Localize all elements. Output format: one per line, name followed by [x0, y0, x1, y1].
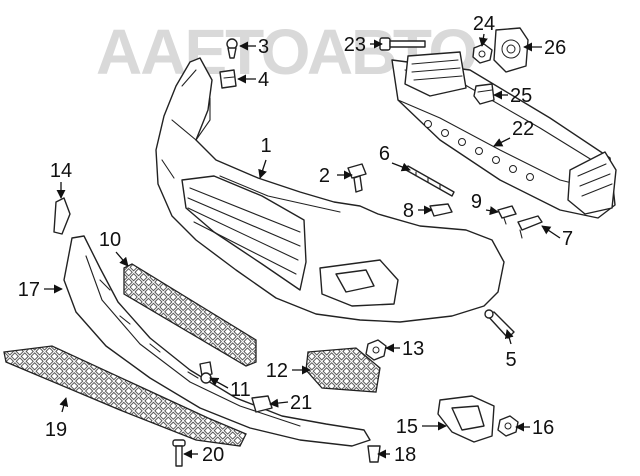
callout-22: 22 [512, 118, 534, 140]
reinforcement-beam [391, 51, 617, 219]
callout-19: 19 [45, 419, 67, 441]
callout-4: 4 [258, 69, 269, 91]
fastener-9 [497, 205, 517, 225]
callout-8: 8 [403, 200, 414, 222]
bumper-cover [155, 57, 505, 323]
callout-1: 1 [260, 135, 271, 157]
screw-2 [347, 163, 367, 193]
rivet-5 [484, 309, 515, 339]
callout-5: 5 [505, 349, 516, 371]
bolt-20 [172, 439, 186, 467]
callout-9: 9 [471, 191, 482, 213]
callout-3: 3 [258, 36, 269, 58]
nut-13 [365, 339, 387, 361]
beam-holes [424, 120, 534, 181]
callout-25: 25 [510, 85, 532, 107]
nut-16 [497, 415, 519, 437]
upper-grille [123, 263, 257, 367]
callout-17: 17 [18, 279, 40, 301]
push-pin-11 [199, 361, 213, 384]
fog-lamp-bracket [437, 395, 495, 443]
bracket-strip-6 [405, 165, 455, 197]
callout-12: 12 [266, 360, 288, 382]
callout-24: 24 [473, 13, 495, 35]
callout-10: 10 [99, 229, 121, 251]
nut-24 [472, 43, 493, 64]
push-pin-3 [226, 38, 238, 59]
callout-26: 26 [544, 37, 566, 59]
callout-labels: 1 2 3 4 5 6 7 8 9 10 11 12 13 14 15 16 1… [18, 13, 573, 466]
lower-grille [3, 345, 247, 447]
callout-6: 6 [379, 143, 390, 165]
callout-7: 7 [562, 228, 573, 250]
callout-18: 18 [394, 444, 416, 466]
lower-cover [63, 235, 371, 447]
bolt-7 [517, 215, 543, 239]
callout-11: 11 [230, 379, 251, 401]
callout-2: 2 [319, 165, 330, 187]
callout-13: 13 [402, 338, 424, 360]
callout-16: 16 [532, 417, 554, 439]
clip-21 [251, 395, 273, 413]
clip-8 [429, 203, 453, 217]
callout-15: 15 [396, 416, 418, 438]
clip-25 [473, 83, 495, 105]
callout-21: 21 [290, 392, 312, 414]
clip-4 [219, 69, 237, 89]
leader-lines [44, 33, 561, 459]
bracket-26 [493, 27, 529, 73]
screw-18 [367, 445, 381, 463]
callout-14: 14 [50, 160, 72, 182]
callout-23: 23 [344, 34, 366, 56]
trim-piece-14 [53, 197, 71, 235]
callout-20: 20 [202, 444, 224, 466]
